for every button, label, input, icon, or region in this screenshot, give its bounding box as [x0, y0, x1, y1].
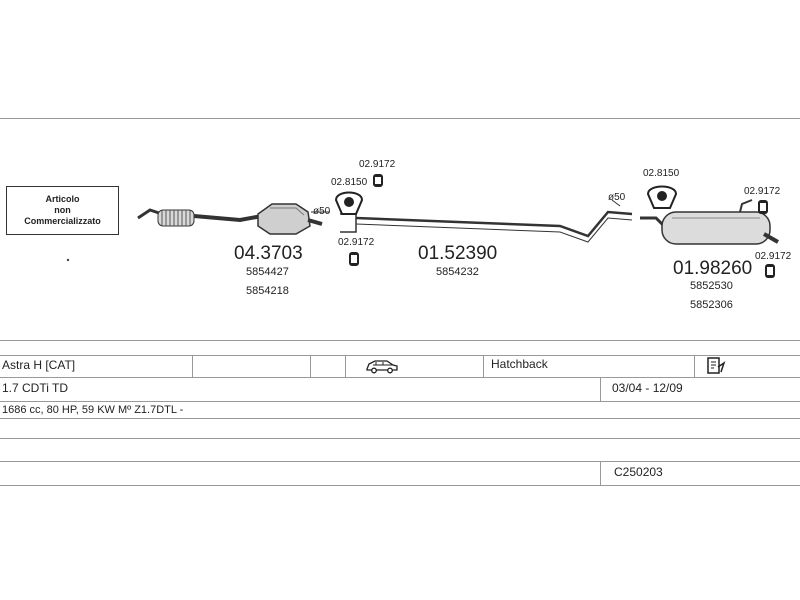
hanger-a6 — [765, 264, 775, 278]
hanger-a2 — [334, 191, 364, 215]
part-ref-3a: 5852530 — [690, 280, 733, 292]
center-flange — [340, 213, 357, 233]
badge-line-3: Commercializzato — [24, 216, 101, 226]
hanger-a3 — [349, 252, 359, 266]
accessory-a4: 02.8150 — [643, 168, 680, 179]
leader-d2 — [611, 199, 621, 207]
document-icon — [706, 357, 726, 380]
table-row-line-5 — [0, 438, 800, 439]
hanger-a1 — [373, 174, 383, 187]
table-col-line-1 — [192, 355, 193, 377]
vehicle-model: Astra H [CAT] — [2, 358, 76, 372]
accessory-a3: 02.9172 — [338, 237, 375, 248]
table-col-line-7 — [600, 461, 601, 485]
accessory-a6: 02.9172 — [755, 251, 792, 262]
table-row-line-2 — [0, 377, 800, 378]
engine-specs: 1686 cc, 80 HP, 59 KW Mº Z1.7DTL - — [2, 404, 184, 416]
hanger-a4 — [646, 185, 678, 209]
body-type: Hatchback — [491, 357, 548, 371]
table-col-line-2 — [310, 355, 311, 377]
accessory-a1: 02.9172 — [359, 159, 396, 170]
table-col-line-3 — [345, 355, 346, 377]
part-ref-1b: 5854218 — [246, 285, 289, 297]
exhaust-drawing — [66, 174, 779, 278]
hanger-a5 — [758, 200, 768, 214]
pipe-diameter-1: ø50 — [313, 206, 331, 217]
silencer-inlet — [640, 216, 666, 228]
part-code-2: 01.52390 — [418, 243, 498, 264]
center-pipe-bottom — [355, 217, 633, 243]
table-row-line-6 — [0, 461, 800, 462]
flex-pipe — [157, 209, 195, 227]
catalyst — [257, 203, 311, 235]
part-ref-2a: 5854232 — [436, 266, 479, 278]
pipe-diameter-2: ø50 — [608, 192, 626, 203]
part-code-3: 01.98260 — [673, 258, 753, 279]
part-ref-1a: 5854427 — [246, 266, 289, 278]
accessory-a2: 02.8150 — [331, 177, 368, 188]
table-row-line-4 — [0, 418, 800, 419]
table-col-line-6 — [600, 377, 601, 401]
engine-type: 1.7 CDTi TD — [2, 381, 69, 395]
silencer-bracket — [739, 199, 753, 213]
badge-line-2: non — [54, 205, 71, 215]
marker-dot — [66, 258, 70, 262]
car-icon — [365, 358, 399, 379]
top-border — [0, 118, 800, 119]
rear-silencer — [661, 211, 771, 245]
front-pipe — [193, 214, 263, 223]
part-ref-3b: 5852306 — [690, 299, 733, 311]
catalog-code: C250203 — [614, 465, 663, 479]
table-col-line-5 — [694, 355, 695, 377]
center-pipe-top — [355, 210, 633, 238]
table-row-line-3 — [0, 401, 800, 402]
cat-outlet — [307, 218, 323, 226]
table-col-line-4 — [483, 355, 484, 377]
table-row-line-7 — [0, 485, 800, 486]
tail-pipe — [763, 232, 779, 244]
badge-line-1: Articolo — [45, 194, 80, 204]
not-commercialized-badge: Articolo non Commercializzato — [6, 186, 119, 235]
table-border-top — [0, 340, 800, 341]
part-code-1: 04.3703 — [234, 243, 303, 264]
table-row-line-1 — [0, 355, 800, 356]
production-period: 03/04 - 12/09 — [612, 381, 683, 395]
accessory-a5: 02.9172 — [744, 186, 781, 197]
